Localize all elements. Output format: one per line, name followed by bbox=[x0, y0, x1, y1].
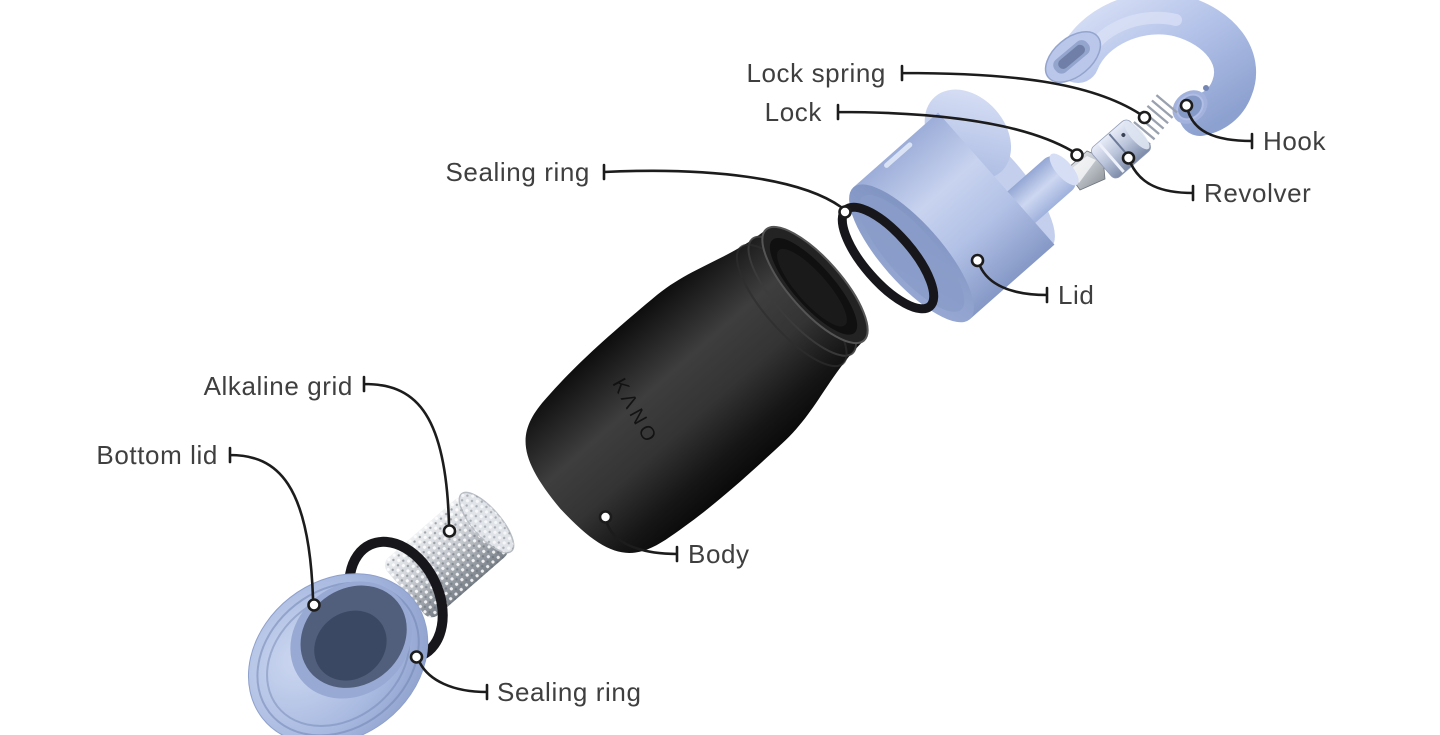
label-lock: Lock bbox=[764, 97, 822, 127]
bottom-lid-part bbox=[247, 573, 429, 735]
hook-plug bbox=[1044, 31, 1102, 83]
label-sealing-ring-top: Sealing ring bbox=[445, 157, 590, 187]
leader-lid bbox=[970, 253, 1049, 304]
leader-lock bbox=[836, 103, 1084, 162]
label-alkaline-grid: Alkaline grid bbox=[203, 371, 353, 401]
label-body: Body bbox=[688, 539, 750, 569]
leader-alkaline-grid bbox=[362, 375, 457, 538]
label-lid: Lid bbox=[1058, 280, 1095, 310]
leader-bottom-lid bbox=[228, 446, 321, 612]
hook-part bbox=[1044, 0, 1257, 136]
leader-sealing-ring-bottom bbox=[409, 650, 489, 701]
label-sealing-ring-bottom: Sealing ring bbox=[497, 677, 642, 707]
revolver-part bbox=[1091, 119, 1151, 179]
leader-revolver bbox=[1121, 151, 1195, 202]
leader-lock-spring bbox=[900, 64, 1152, 125]
leader-hook bbox=[1179, 98, 1254, 150]
leader-sealing-ring-top bbox=[602, 163, 852, 219]
label-bottom-lid: Bottom lid bbox=[96, 440, 218, 470]
label-hook: Hook bbox=[1263, 126, 1327, 156]
hook-pin-hole bbox=[1203, 85, 1209, 91]
label-revolver: Revolver bbox=[1204, 178, 1312, 208]
label-lock-spring: Lock spring bbox=[746, 58, 886, 88]
alkaline-grid-part bbox=[384, 491, 515, 618]
leader-body bbox=[598, 510, 679, 563]
body-part bbox=[525, 225, 869, 553]
